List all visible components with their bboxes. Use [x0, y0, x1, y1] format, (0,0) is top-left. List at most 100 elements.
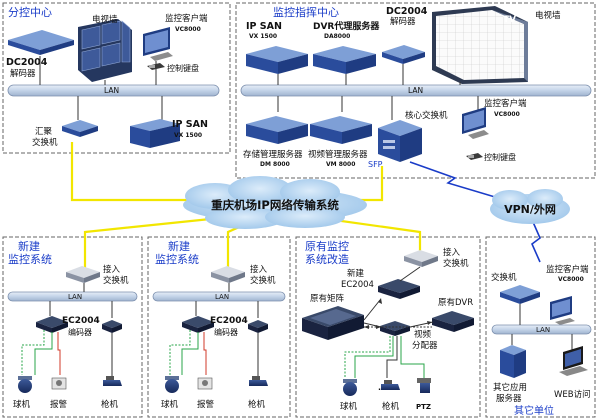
zone-new1 — [2, 236, 143, 418]
command-video-model: VM 8000 — [326, 161, 355, 168]
new1-access-label-1: 接入 — [103, 264, 121, 275]
new2-title-2: 监控系统 — [155, 252, 199, 266]
command-keyboard-icon — [466, 153, 483, 160]
yellow-link-branch — [70, 142, 200, 202]
zone-other — [485, 236, 596, 418]
other-monitor-label: 监控客户端 — [546, 264, 589, 275]
command-storage-server — [246, 116, 308, 144]
yellow-link-legacy — [319, 216, 422, 252]
command-ipsan-device — [246, 46, 308, 74]
legacy-arrows — [364, 298, 432, 329]
branch-decoder-device — [8, 30, 74, 55]
legacy-splitter-label-2: 分配器 — [412, 341, 438, 351]
legacy-switch-to-encoder — [399, 266, 421, 282]
command-tv-label: TV — [503, 15, 516, 25]
branch-agg-switch-label-2: 交换机 — [32, 137, 58, 148]
new1-title-1: 新建 — [18, 239, 40, 253]
legacy-title-2: 系统改造 — [305, 252, 349, 266]
new2-encoder-device — [182, 316, 214, 333]
command-ipsan-model: VX 1500 — [249, 33, 277, 40]
cloud-label: 重庆机场IP网络传输系统 — [211, 198, 339, 212]
new1-lan-drops — [49, 283, 113, 318]
other-switch-label: 交换机 — [491, 272, 517, 283]
new2-dome-camera — [165, 376, 179, 393]
new1-encoder-device — [36, 316, 68, 333]
legacy-old-matrix-label: 原有矩阵 — [310, 293, 345, 304]
legacy-ptz-camera — [417, 378, 431, 393]
new2-encoder-sub: 编码器 — [214, 327, 238, 337]
branch-keyboard-label: 控制键盘 — [167, 63, 199, 73]
branch-agg-switch-label-1: 汇聚 — [35, 127, 53, 137]
new2-gun-camera — [249, 376, 268, 386]
command-tv-wall — [432, 6, 528, 84]
other-app-server-label-1: 其它应用 — [493, 382, 527, 393]
command-core-switch — [378, 120, 422, 162]
new1-dome-camera — [18, 376, 32, 393]
legacy-old-matrix — [302, 306, 364, 340]
branch-decoder-title: DC2004 — [6, 57, 48, 68]
wan-link-other — [531, 221, 541, 263]
new1-lan-label: LAN — [68, 293, 82, 301]
yellow-link-new1 — [83, 216, 221, 268]
command-core-switch-label: 核心交换机 — [405, 110, 448, 121]
legacy-gun-label: 枪机 — [382, 401, 400, 412]
branch-lan-drops — [39, 56, 163, 120]
new1-gun-label: 枪机 — [101, 399, 119, 410]
branch-title: 分控中心 — [8, 5, 52, 19]
new1-dome-label: 球机 — [13, 399, 31, 410]
branch-tv-wall — [78, 19, 132, 82]
other-app-server — [500, 345, 526, 378]
command-decoder-title: DC2004 — [386, 6, 428, 17]
branch-monitor-icon — [143, 27, 173, 61]
other-lan-bar — [491, 324, 592, 335]
legacy-dome-camera — [343, 379, 357, 396]
zone-new2 — [147, 236, 291, 418]
command-video-server — [310, 116, 372, 144]
command-video-label: 视频管理服务器 — [308, 149, 368, 160]
new2-dome-label: 球机 — [161, 399, 179, 410]
command-keyboard-label: 控制键盘 — [484, 152, 516, 162]
cloud-ip-network — [183, 176, 367, 229]
branch-monitor-model: VC8000 — [175, 26, 201, 33]
zone-branch-center — [2, 2, 231, 154]
new2-switch-device — [248, 320, 268, 333]
new1-gun-camera — [103, 376, 122, 386]
new1-alarm-device — [51, 377, 67, 390]
branch-ipsan-device — [130, 119, 180, 148]
legacy-encoder-device — [378, 279, 420, 299]
vpn-label: VPN/外网 — [504, 202, 556, 216]
legacy-new-label: 新建 — [347, 268, 365, 279]
new2-alarm-device — [197, 377, 213, 390]
command-ipsan-title: IP SAN — [246, 21, 282, 32]
legacy-encoder-title: EC2004 — [341, 280, 374, 290]
new1-title-2: 监控系统 — [8, 252, 52, 266]
legacy-title-1: 原有监控 — [305, 239, 349, 253]
other-monitor-model: VC8000 — [558, 276, 584, 283]
branch-lan-bar — [7, 84, 220, 97]
wan-link-command — [409, 161, 496, 198]
new2-lan-bar — [152, 291, 286, 302]
new1-camera-links — [21, 330, 113, 376]
other-switch-device — [500, 285, 540, 304]
new1-access-switch — [66, 266, 100, 283]
legacy-splitter-label-1: 视频 — [414, 329, 432, 340]
other-title: 其它单位 — [514, 404, 554, 417]
new2-alarm-label: 报警 — [197, 399, 215, 410]
legacy-dome-label: 球机 — [340, 401, 358, 412]
legacy-access-switch — [404, 250, 438, 267]
new1-switch-device — [102, 320, 122, 333]
new2-access-label-2: 交换机 — [250, 275, 276, 286]
legacy-old-dvr — [432, 311, 474, 332]
new2-camera-links — [169, 330, 259, 376]
branch-ipsan-model: VX 1500 — [174, 132, 202, 139]
other-app-server-label-2: 服务器 — [496, 393, 522, 404]
command-sfp-label: SFP — [368, 160, 383, 169]
command-storage-model: DM 8000 — [260, 161, 290, 168]
new2-title-1: 新建 — [168, 239, 190, 253]
command-monitor-model: VC8000 — [494, 111, 520, 118]
legacy-splitter — [380, 321, 410, 336]
command-decoder-sub: 解码器 — [390, 16, 416, 27]
command-dvr-proxy-model: DA8000 — [324, 33, 350, 40]
legacy-access-label-1: 接入 — [443, 247, 461, 258]
